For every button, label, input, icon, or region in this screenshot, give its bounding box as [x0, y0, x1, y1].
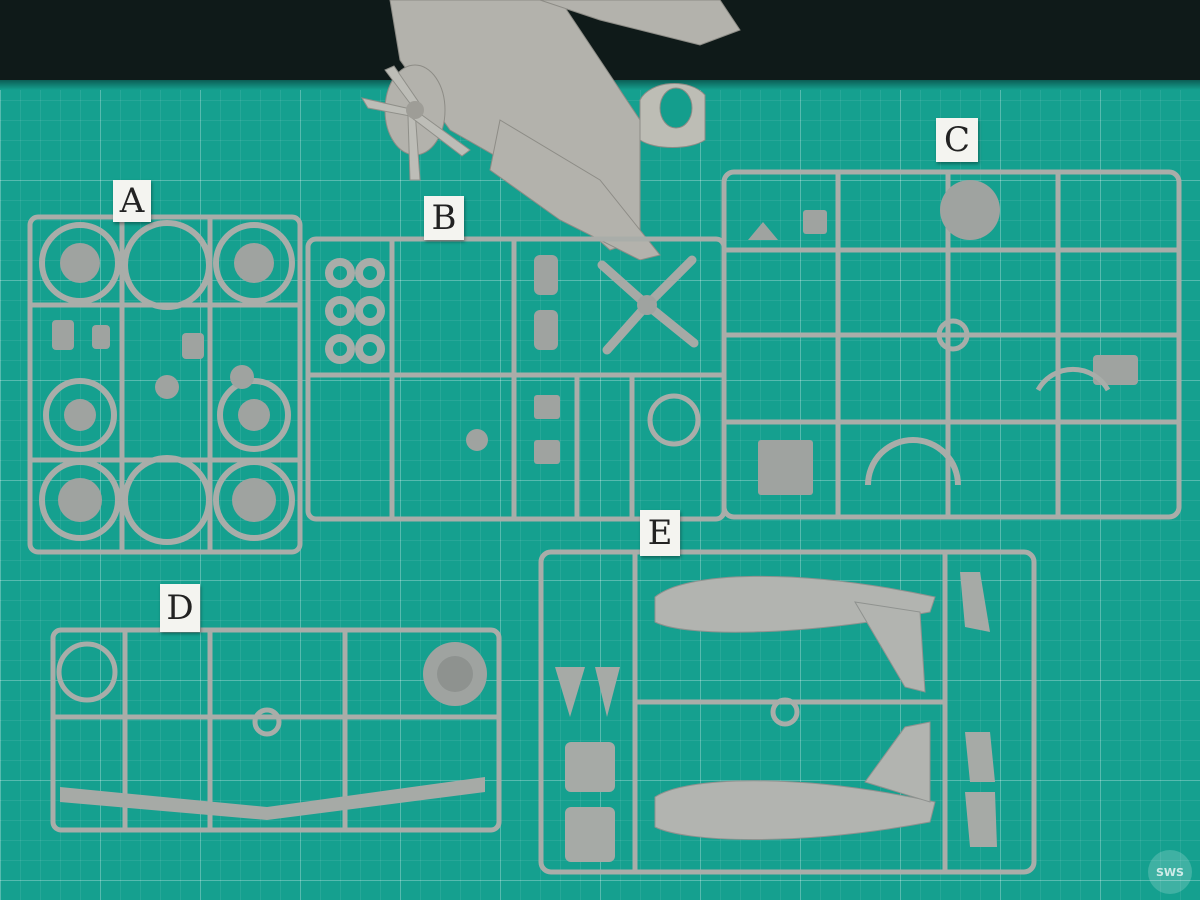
sprue-e — [538, 549, 1037, 875]
sprue-label-b: B — [424, 196, 464, 240]
watermark-logo: SWS — [1148, 850, 1192, 894]
sprue-label-d: D — [160, 584, 200, 632]
sprue-label-c: C — [936, 118, 978, 162]
sprue-b — [305, 236, 727, 522]
sprue-label-e: E — [640, 510, 680, 556]
sprue-label-a: A — [113, 180, 151, 222]
sprue-d — [50, 627, 502, 833]
assembled-fuselage — [360, 0, 741, 260]
sprue-c — [721, 169, 1182, 520]
sprue-a — [27, 214, 303, 555]
